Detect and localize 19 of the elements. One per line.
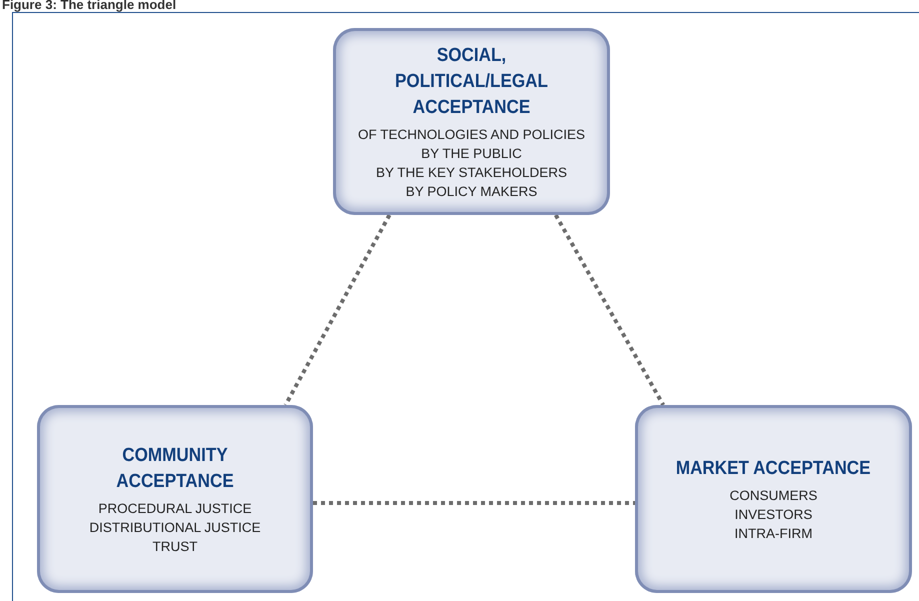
box-text-line: BY THE PUBLIC [421,144,522,162]
rounded-box [37,405,313,593]
connector-line [284,214,392,406]
box-text-line: INTRA-FIRM [734,524,812,542]
box-text-line: CONSUMERS [730,486,818,504]
box-text-line: OF TECHNOLOGIES AND POLICIES [358,126,586,144]
box-text-line: DISTRIBUTIONAL JUSTICE [89,518,261,536]
box-heading: COMMUNITY ACCEPTANCE [115,444,235,494]
box-text-line: PROCEDURAL JUSTICE [98,500,252,518]
box-text-line: TRUST [152,538,198,556]
connector-line [554,214,665,406]
box-text-line: BY POLICY MAKERS [406,182,538,200]
box-heading: SOCIAL, POLITICAL/LEGAL ACCEPTANCE [394,44,549,120]
rounded-box [333,28,610,215]
box-text-line: BY THE KEY STAKEHOLDERS [376,164,568,182]
connector-line [313,501,635,505]
box-heading: MARKET ACCEPTANCE [676,456,871,480]
box-text-line: INVESTORS [734,506,812,524]
rounded-box [635,405,912,593]
